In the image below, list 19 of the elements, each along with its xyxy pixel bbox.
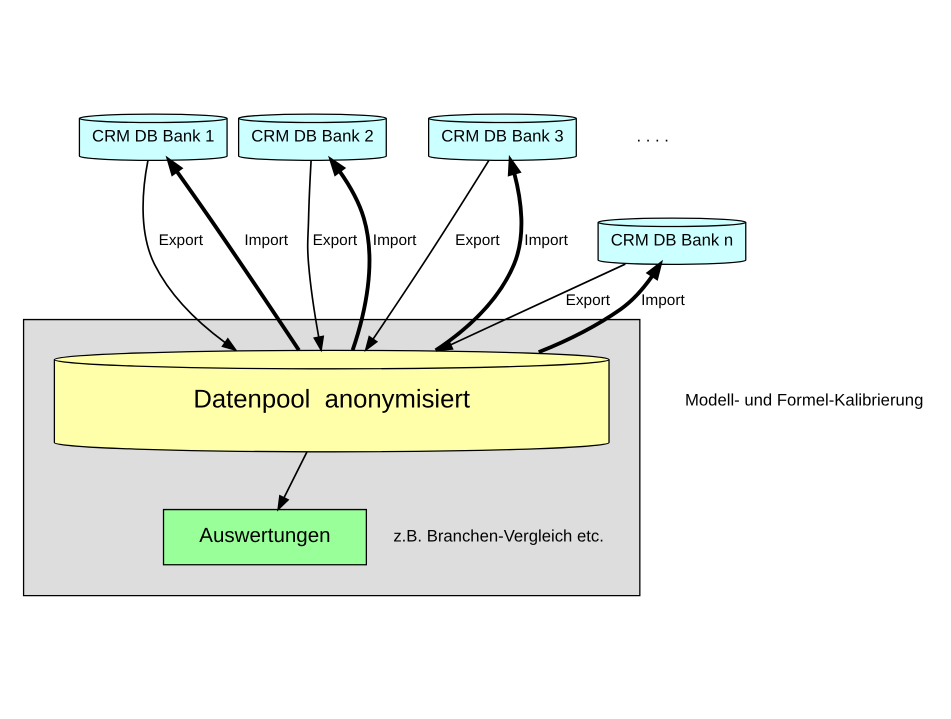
node-box: Auswertungen xyxy=(162,508,368,565)
arrow xyxy=(142,160,238,352)
edge-label: Export xyxy=(566,291,610,308)
edge-label: Export xyxy=(158,232,204,249)
node-label: z.B. Branchen-Vergleich etc. xyxy=(393,526,604,546)
arrow xyxy=(277,451,308,512)
edge-label: Export xyxy=(312,232,358,249)
edge-label: Export xyxy=(455,232,500,249)
edge-label: Import xyxy=(524,232,568,249)
edge-label: Import xyxy=(244,232,288,249)
arrow xyxy=(328,155,372,350)
label: Modell- und Formel-Kalibrierung xyxy=(684,390,924,409)
cluster xyxy=(22,318,640,596)
arrow xyxy=(306,160,324,352)
arrow xyxy=(166,155,301,351)
edge-label: Import xyxy=(641,291,685,308)
label: . . . . xyxy=(636,126,669,146)
arrow xyxy=(538,259,663,354)
edge-label: Import xyxy=(372,232,416,249)
